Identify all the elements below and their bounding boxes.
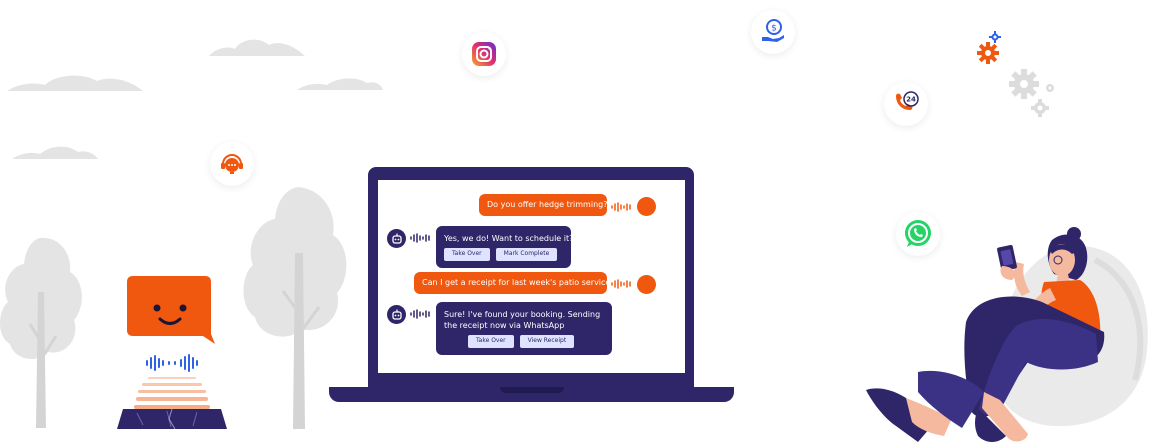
mark-complete-button[interactable]: Mark Complete — [495, 248, 558, 261]
voice-wave-icon — [410, 309, 430, 319]
hologram-beam — [134, 377, 210, 409]
user-message: Do you offer hedge trimming? — [479, 194, 607, 216]
cloud — [297, 78, 383, 90]
chatbot-face-icon — [127, 276, 215, 344]
tree — [0, 237, 82, 428]
tree — [243, 187, 347, 429]
support-headset-icon — [210, 142, 254, 186]
user-avatar — [637, 197, 656, 216]
voice-wave-icon — [146, 354, 198, 372]
woman-with-phone — [866, 227, 1105, 442]
robot-icon — [391, 233, 402, 244]
whatsapp-icon — [896, 212, 940, 256]
user-message: Can I get a receipt for last week's pati… — [414, 272, 615, 294]
bot-avatar — [387, 229, 406, 248]
voice-wave-icon — [611, 279, 631, 289]
bot-message: Yes, we do! Want to schedule it? Take Ov… — [436, 226, 574, 268]
laptop-notch — [500, 387, 564, 393]
user-avatar — [637, 275, 656, 294]
gear-icon — [977, 31, 1001, 64]
laptop-base — [329, 387, 734, 402]
hologram-base — [117, 409, 227, 429]
svg-text:$: $ — [771, 24, 777, 34]
phone-24-icon: 24 — [884, 82, 928, 126]
cloud — [7, 75, 143, 91]
gear-icon — [1009, 69, 1054, 117]
view-receipt-button[interactable]: View Receipt — [519, 335, 575, 348]
cloud — [12, 146, 98, 159]
voice-wave-icon — [410, 233, 430, 243]
robot-icon — [391, 309, 402, 320]
bot-message-text: Yes, we do! Want to schedule it? — [444, 234, 574, 243]
money-hand-icon: $ — [751, 10, 795, 54]
bot-message: Sure! I've found your booking. Sending t… — [436, 302, 612, 355]
svg-text:24: 24 — [906, 96, 916, 104]
bot-avatar — [387, 305, 406, 324]
cloud — [209, 39, 305, 56]
take-over-button[interactable]: Take Over — [444, 248, 490, 261]
bot-message-text: Sure! I've found your booking. Sending t… — [444, 310, 601, 331]
instagram-icon — [462, 32, 506, 76]
take-over-button[interactable]: Take Over — [468, 335, 514, 348]
voice-wave-icon — [611, 202, 631, 212]
